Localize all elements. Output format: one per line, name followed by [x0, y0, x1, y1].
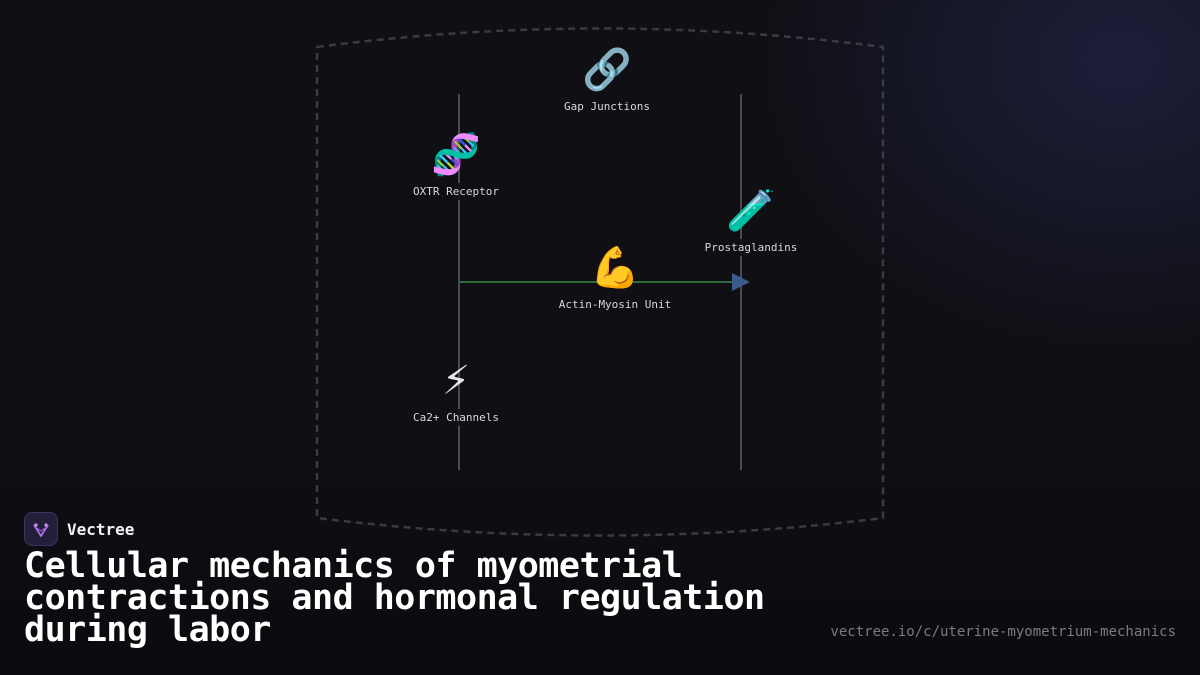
- node-gap-junctions[interactable]: 🔗 Gap Junctions: [557, 46, 657, 115]
- vectree-logo-icon: [24, 512, 58, 546]
- dna-icon: 🧬: [431, 132, 481, 178]
- node-label: Gap Junctions: [557, 98, 657, 115]
- node-ca2-channels[interactable]: ⚡ Ca2+ Channels: [406, 357, 506, 426]
- brand[interactable]: Vectree: [24, 512, 134, 546]
- node-label: Prostaglandins: [698, 239, 804, 256]
- flexed-biceps-icon: 💪: [590, 245, 640, 291]
- node-oxtr-receptor[interactable]: 🧬 OXTR Receptor: [406, 131, 506, 200]
- page-title: Cellular mechanics of myometrial contrac…: [24, 546, 765, 650]
- page-url[interactable]: vectree.io/c/uterine-myometrium-mechanic…: [830, 624, 1176, 640]
- node-label: Actin-Myosin Unit: [552, 296, 678, 313]
- lightning-icon: ⚡: [441, 358, 471, 404]
- node-actin-myosin-unit[interactable]: 💪 Actin-Myosin Unit: [552, 244, 678, 313]
- force-arrow-icon: [732, 273, 750, 291]
- cell-boundary: [315, 27, 885, 537]
- node-prostaglandins[interactable]: 🧪 Prostaglandins: [698, 187, 804, 256]
- node-label: OXTR Receptor: [406, 183, 506, 200]
- brand-name: Vectree: [67, 519, 135, 539]
- test-tube-icon: 🧪: [726, 188, 776, 234]
- link-icon: 🔗: [582, 47, 632, 93]
- node-label: Ca2+ Channels: [406, 409, 506, 426]
